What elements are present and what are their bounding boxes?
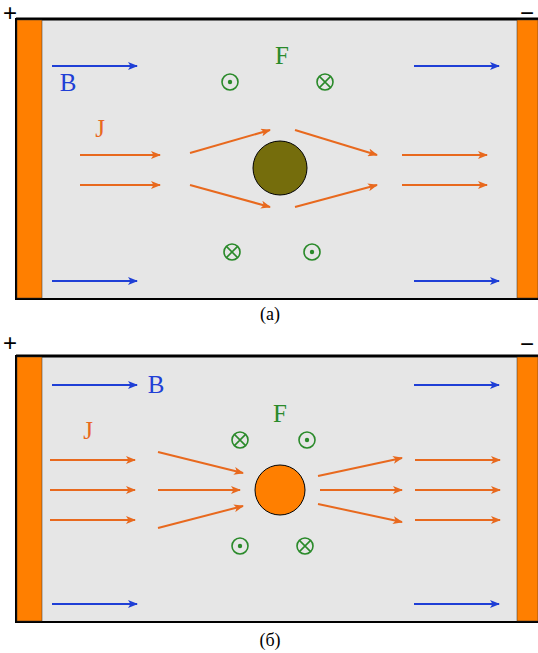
field-label: B: [148, 372, 165, 397]
current-label: J: [83, 418, 93, 443]
polarity-sign: −: [520, 1, 534, 25]
force-label: F: [275, 43, 289, 68]
current-label: J: [95, 116, 105, 141]
panel-caption: (б): [259, 631, 280, 649]
panel-a: [16, 19, 538, 299]
polarity-sign: −: [520, 332, 534, 356]
force-label: F: [273, 401, 287, 426]
panel-b: [16, 356, 538, 622]
field-label: B: [60, 70, 77, 95]
polarity-sign: +: [3, 331, 17, 355]
polarity-sign: +: [3, 1, 17, 25]
panel-caption: (а): [260, 305, 280, 323]
